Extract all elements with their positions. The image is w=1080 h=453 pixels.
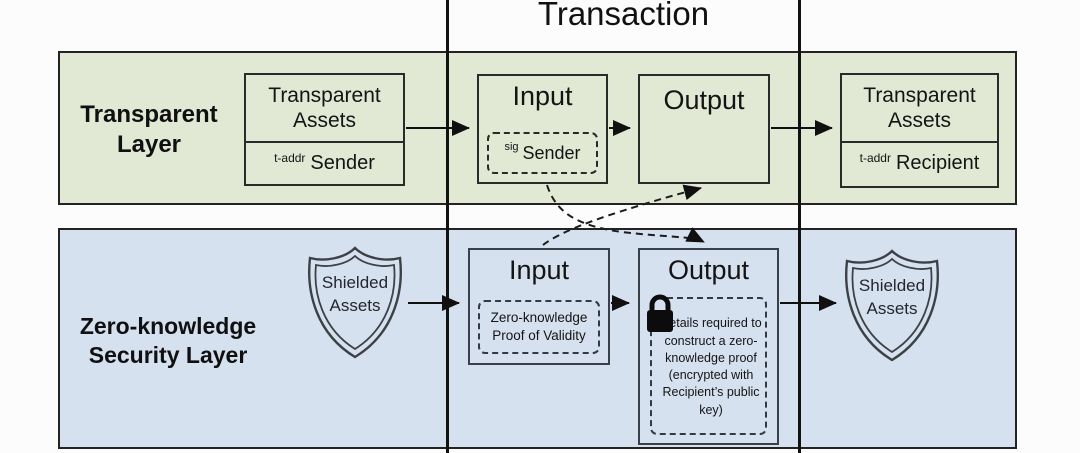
- zk-output-title: Output: [667, 255, 750, 285]
- zk-input-title: Input: [508, 255, 570, 285]
- transparent-input-box: Input sig Sender: [477, 74, 608, 184]
- transparent-assets-recipient-title: Transparent Assets: [863, 83, 976, 132]
- t-addr-label: t-addr: [274, 150, 306, 165]
- transparent-assets-sender-box: Transparent Assets t-addr Sender: [244, 73, 405, 186]
- transparent-output-box: Output: [638, 74, 770, 184]
- recipient-label: Recipient: [895, 152, 980, 174]
- transparent-input-title: Input: [512, 81, 573, 111]
- zk-input-box: Input Zero-knowledge Proof of Validity: [468, 248, 610, 365]
- sig-sender-box: sig Sender: [487, 132, 598, 174]
- shielded-assets-left-label: Shielded Assets: [321, 273, 389, 315]
- transparent-assets-recipient-box: Transparent Assets t-addr Recipient: [840, 73, 999, 188]
- transparent-assets-sender-title: Transparent Assets: [268, 83, 381, 132]
- sig-label: sig: [504, 141, 519, 153]
- zero-knowledge-layer: [58, 228, 1017, 449]
- transaction-title: Transaction: [537, 0, 710, 32]
- transparent-layer: [58, 51, 1017, 205]
- t-addr-sender-row: t-addr Sender: [246, 141, 403, 184]
- zk-proof-validity-box: Zero-knowledge Proof of Validity: [478, 300, 600, 354]
- transparent-layer-label: Transparent Layer: [80, 101, 218, 158]
- sig-sender-label: Sender: [522, 142, 581, 163]
- shielded-assets-left-icon: [308, 246, 402, 359]
- t-addr-label: t-addr: [859, 150, 891, 165]
- shielded-assets-right-icon: [845, 249, 939, 362]
- transparent-output-title: Output: [663, 85, 745, 115]
- t-addr-recipient-row: t-addr Recipient: [842, 141, 997, 184]
- zk-layer-label: Zero-knowledge Security Layer: [79, 313, 257, 368]
- lock-icon: [647, 294, 673, 332]
- zk-output-box: Output Details required to construct a z…: [638, 248, 779, 445]
- sender-label: Sender: [310, 152, 375, 174]
- shielded-assets-right-label: Shielded Assets: [858, 276, 926, 318]
- zk-encrypted-details-box: Details required to construct a zero-kno…: [650, 297, 767, 435]
